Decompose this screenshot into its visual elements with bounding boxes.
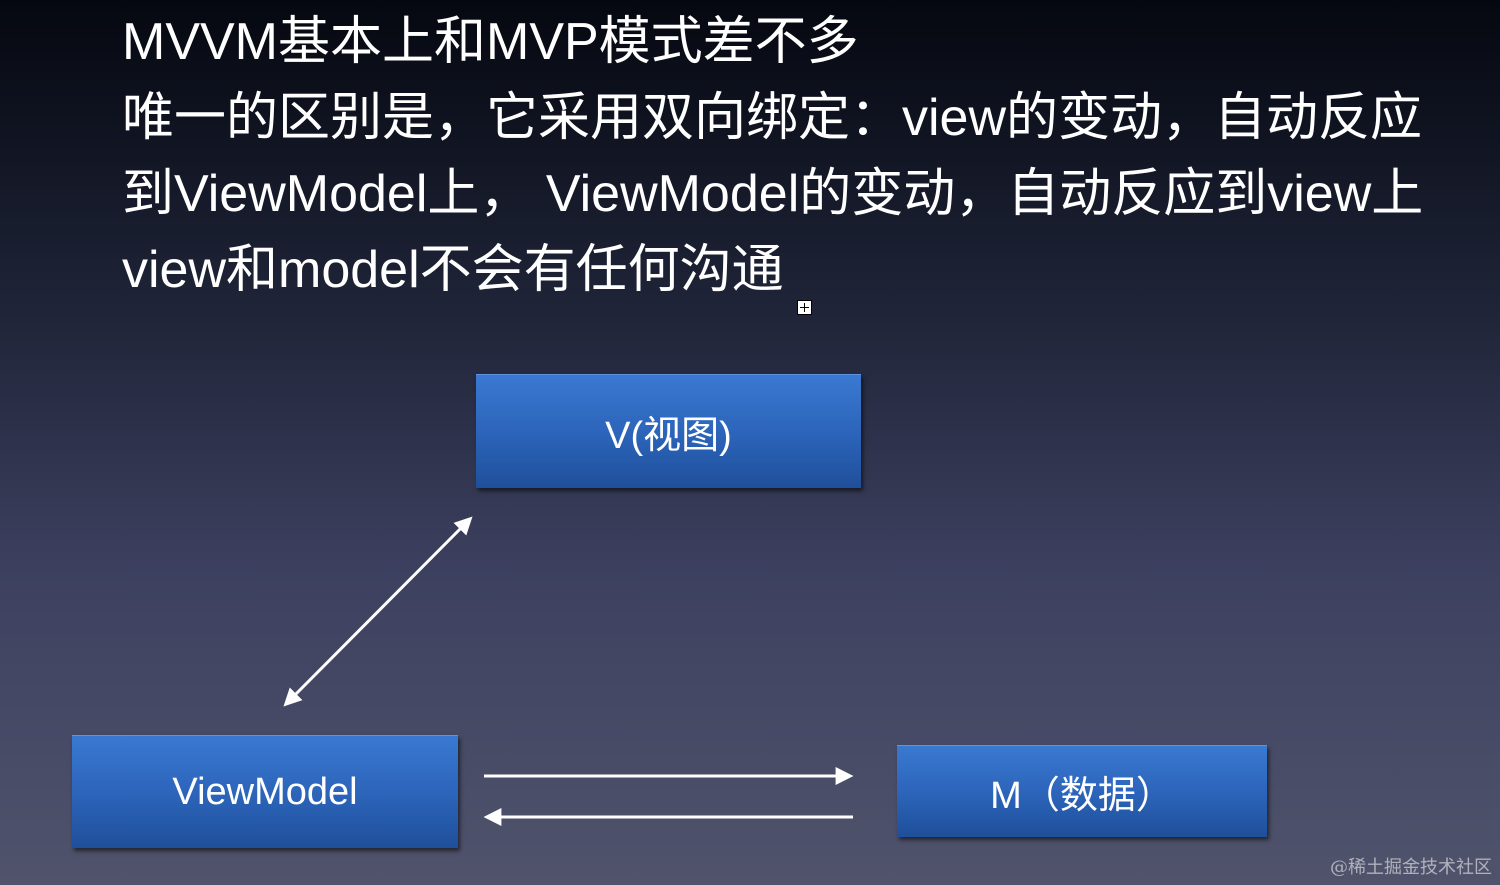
model-box: M（数据） [897, 745, 1267, 837]
watermark-text: @稀土掘金技术社区 [1330, 857, 1492, 878]
viewmodel-box-label: ViewModel [172, 770, 358, 813]
view-box: V(视图) [476, 374, 861, 488]
cursor-crosshair-icon [797, 300, 812, 315]
slide-text-line: view和model不会有任何沟通 [122, 241, 784, 299]
bidirectional-arrow-view-viewmodel [283, 516, 473, 707]
slide-text-block: MVVM基本上和MVP模式差不多 唯一的区别是，它采用双向绑定：view的变动，… [122, 4, 1492, 308]
slide-text-line: 到ViewModel上， ViewModel的变动，自动反应到view上 [122, 165, 1424, 223]
slide-title-line: MVVM基本上和MVP模式差不多 [122, 13, 859, 71]
slide-text-line: 唯一的区别是，它采用双向绑定：view的变动，自动反应 [122, 89, 1423, 147]
model-box-label: M（数据） [990, 775, 1174, 817]
viewmodel-box: ViewModel [72, 735, 458, 848]
view-box-label: V(视图) [605, 415, 732, 457]
